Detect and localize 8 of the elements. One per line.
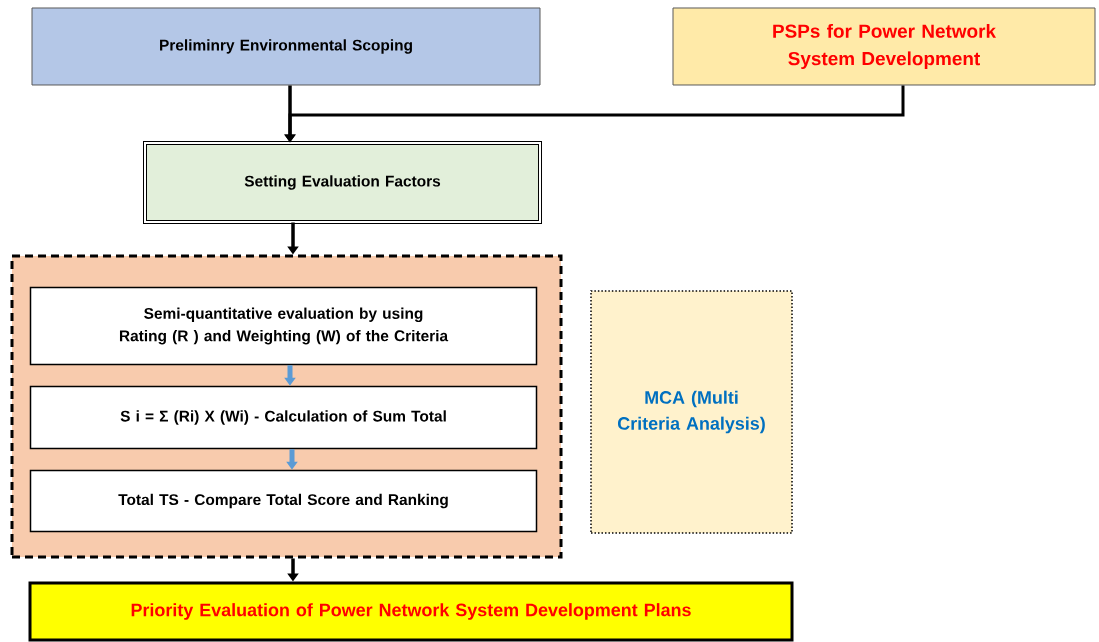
result-box: Priority Evaluation of Power Network System Development Plans (28, 581, 794, 642)
process-box: Semi-quantitative evaluation by using Rating (R ) and Weighting (W) of the Criteria (29, 286, 538, 366)
process-box: PSPs for Power Network System Development (672, 7, 1096, 86)
process-box: Total TS - Compare Total Score and Ranking (29, 469, 538, 533)
process-box: S i = Σ (Ri) X (Wi) - Calculation of Sum Total (29, 385, 538, 450)
note-box: MCA (Multi Criteria Analysis) (590, 290, 793, 534)
process-box: Setting Evaluation Factors (143, 141, 542, 224)
process-box: Preliminry Environmental Scoping (31, 7, 541, 86)
